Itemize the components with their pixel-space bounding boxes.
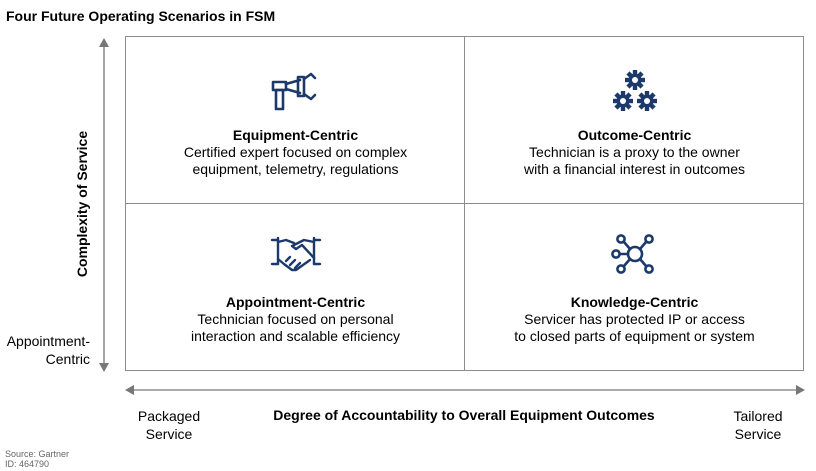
x-axis-low-label-line: Service bbox=[145, 426, 193, 442]
description-line: Technician is a proxy to the owner bbox=[529, 144, 740, 160]
quadrant-outcome-centric: Outcome-Centric Technician is a proxy to… bbox=[465, 37, 804, 204]
robotic-arm-icon bbox=[270, 69, 322, 113]
x-axis-label: Degree of Accountability to Overall Equi… bbox=[273, 407, 655, 423]
description-line: Servicer has protected IP or access bbox=[524, 311, 745, 327]
quadrant-description: Certified expert focused on complex equi… bbox=[126, 144, 465, 178]
y-axis-low-label: Appointment- Centric bbox=[7, 332, 90, 368]
quadrant-title: Equipment-Centric bbox=[232, 127, 359, 143]
source-line: Source: Gartner bbox=[5, 449, 70, 459]
description-line: to closed parts of equipment or system bbox=[514, 328, 755, 344]
quadrant-description: Technician is a proxy to the owner with … bbox=[465, 144, 804, 178]
x-axis-arrow bbox=[125, 383, 805, 397]
x-axis-high-label: Tailored Service bbox=[733, 407, 782, 443]
quadrant-title: Appointment-Centric bbox=[225, 294, 366, 310]
quadrant-appointment-centric: Appointment-Centric Technician focused o… bbox=[126, 204, 465, 371]
x-axis-high-label-line: Tailored bbox=[733, 408, 783, 424]
document-id: ID: 464790 bbox=[5, 459, 50, 469]
quadrant-description: Servicer has protected IP or access to c… bbox=[465, 311, 804, 345]
quadrant-grid: Equipment-Centric Certified expert focus… bbox=[125, 36, 804, 371]
y-axis-low-label-line: Appointment- bbox=[6, 333, 90, 349]
quadrant-title: Outcome-Centric bbox=[577, 127, 692, 143]
quadrant-title: Knowledge-Centric bbox=[570, 294, 699, 310]
y-axis-arrow bbox=[98, 38, 110, 372]
handshake-icon bbox=[270, 232, 322, 276]
x-axis-low-label-line: Packaged bbox=[137, 408, 201, 424]
description-line: Certified expert focused on complex bbox=[183, 144, 408, 160]
quadrant-knowledge-centric: Knowledge-Centric Servicer has protected… bbox=[465, 204, 804, 371]
gears-icon bbox=[609, 69, 661, 113]
grid-divider-horizontal bbox=[126, 203, 803, 204]
x-axis-high-label-line: Service bbox=[734, 426, 782, 442]
network-hub-icon bbox=[609, 232, 661, 276]
description-line: with a financial interest in outcomes bbox=[524, 161, 745, 177]
y-axis-label: Complexity of Service bbox=[74, 130, 90, 278]
description-line: interaction and scalable efficiency bbox=[190, 328, 401, 344]
source-note: Source: Gartner ID: 464790 bbox=[5, 449, 69, 469]
quadrant-equipment-centric: Equipment-Centric Certified expert focus… bbox=[126, 37, 465, 204]
description-line: equipment, telemetry, regulations bbox=[192, 161, 399, 177]
quadrant-description: Technician focused on personal interacti… bbox=[126, 311, 465, 345]
x-axis-low-label: Packaged Service bbox=[138, 407, 200, 443]
description-line: Technician focused on personal bbox=[197, 311, 394, 327]
chart-title: Four Future Operating Scenarios in FSM bbox=[6, 8, 276, 24]
y-axis-low-label-line: Centric bbox=[45, 351, 90, 367]
